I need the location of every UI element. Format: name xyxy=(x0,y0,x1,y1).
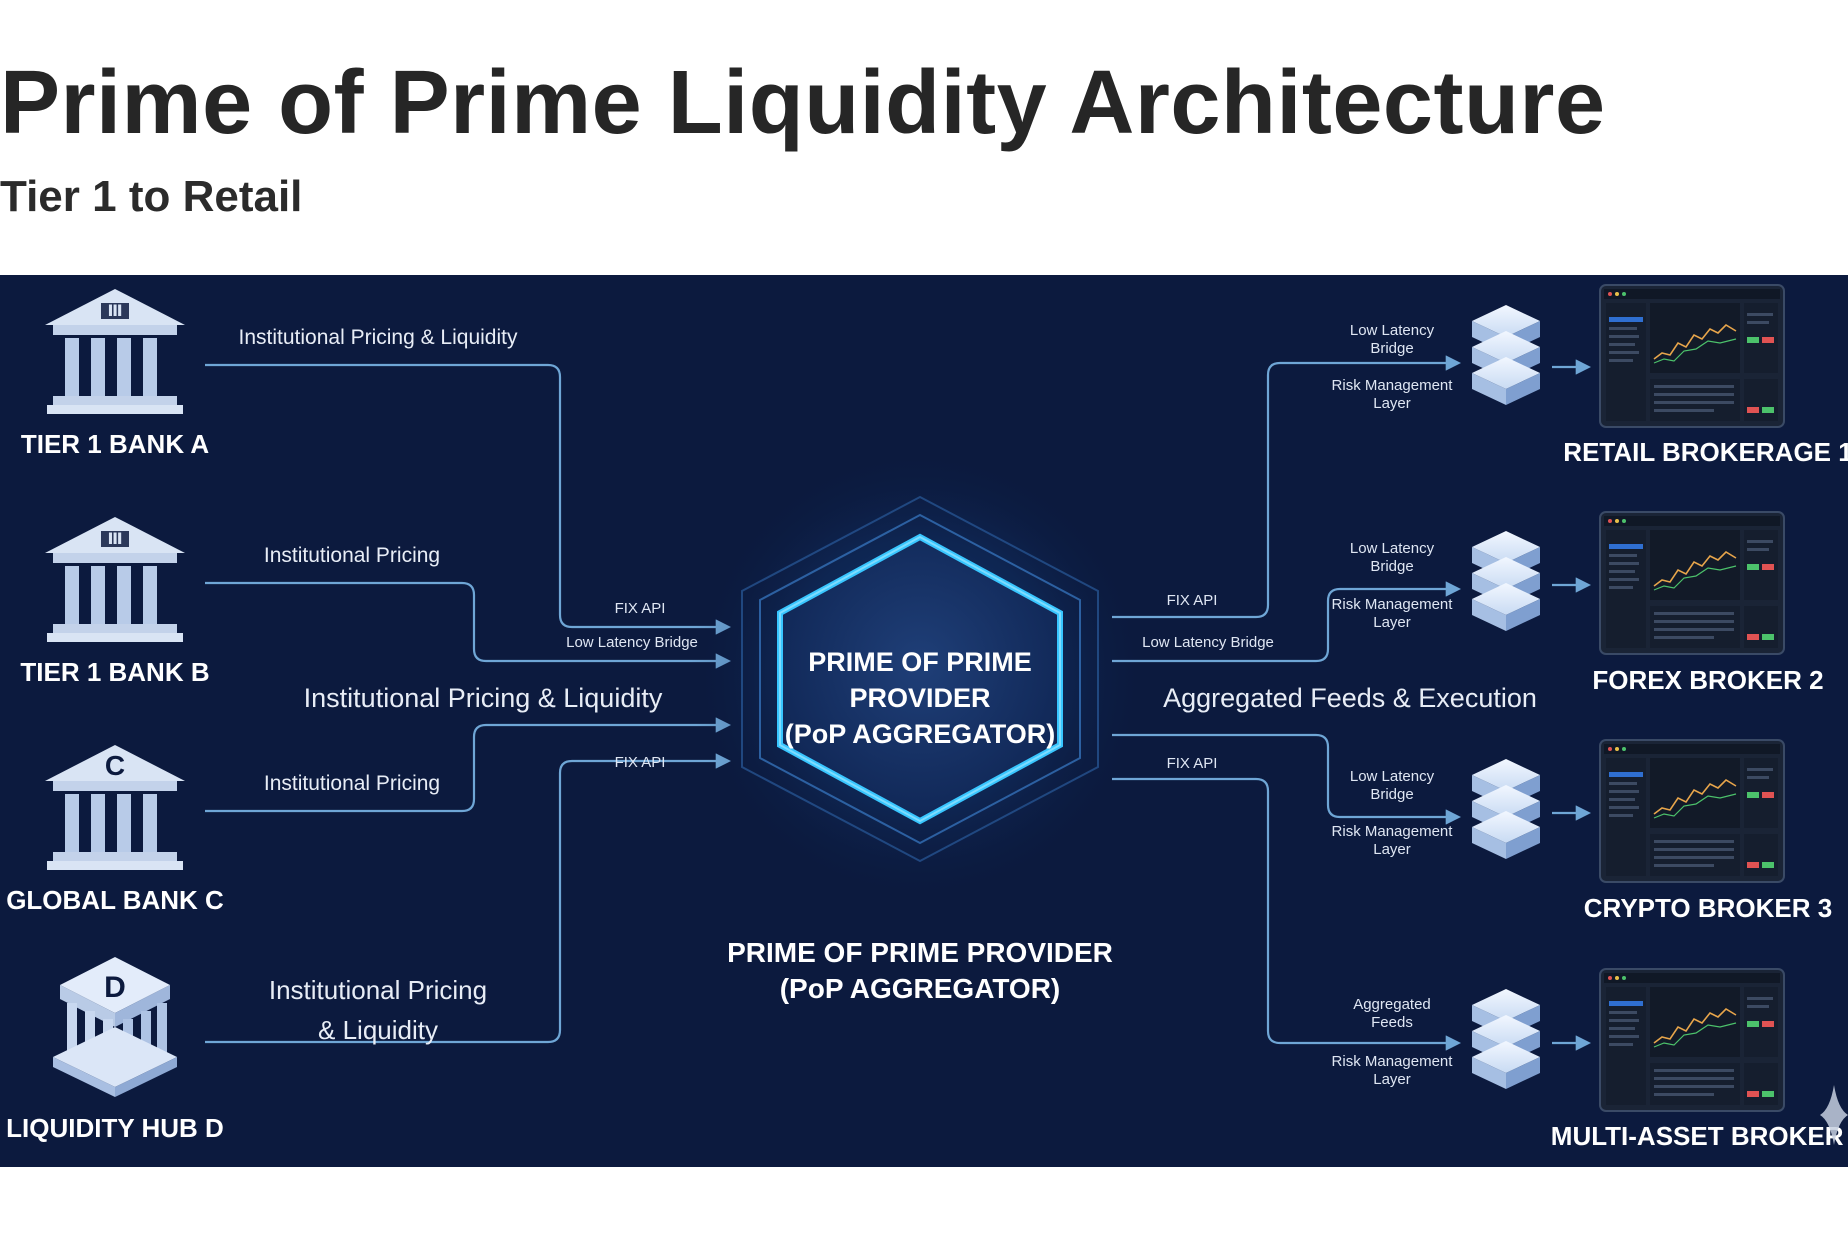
flow-label: Institutional Pricing xyxy=(269,975,487,1005)
connector-label: FIX API xyxy=(1167,592,1218,609)
group-label: Institutional Pricing & Liquidity xyxy=(304,683,663,713)
bank-icon: C xyxy=(45,745,185,870)
layer-label: Risk Management xyxy=(1332,823,1454,840)
hub-title-line: PROVIDER xyxy=(849,683,990,713)
flow-line-crypto-3 xyxy=(1112,733,1462,825)
source-name: GLOBAL BANK C xyxy=(6,885,224,915)
server-stack-icon xyxy=(1472,531,1540,631)
bank-icon: Ⅲ xyxy=(45,517,185,642)
layer-label: Low Latency xyxy=(1350,768,1435,785)
bank-letter: D xyxy=(104,971,126,1004)
layer-label: Layer xyxy=(1373,614,1411,631)
flow-label: Institutional Pricing xyxy=(264,772,440,795)
hub-caption: PRIME OF PRIME PROVIDER xyxy=(727,937,1113,968)
server-stack-icon xyxy=(1472,305,1540,405)
destination-name: RETAIL BROKERAGE 1 xyxy=(1563,437,1848,467)
trading-platform-screen xyxy=(1599,739,1785,883)
flow-line-retail-1 xyxy=(1112,355,1462,619)
flow-label: & Liquidity xyxy=(318,1015,438,1045)
destination-name: FOREX BROKER 2 xyxy=(1592,665,1823,695)
layer-label: Layer xyxy=(1373,841,1411,858)
flow-line-forex-2 xyxy=(1112,581,1462,663)
bank-letter: C xyxy=(105,750,125,781)
svg-text:Ⅲ: Ⅲ xyxy=(107,531,122,548)
source-name: TIER 1 BANK A xyxy=(21,429,209,459)
connector-label: Low Latency Bridge xyxy=(566,634,698,651)
layer-label: Bridge xyxy=(1370,786,1413,803)
server-stack-icon xyxy=(1472,989,1540,1089)
server-stack-icon xyxy=(1472,759,1540,859)
connector-label: FIX API xyxy=(1167,755,1218,772)
layer-label: Aggregated xyxy=(1353,996,1431,1013)
destination-name: CRYPTO BROKER 3 xyxy=(1584,893,1833,923)
trading-platform-screen xyxy=(1599,968,1785,1112)
source-tier1-bank-b: Ⅲ TIER 1 BANK B xyxy=(20,517,210,687)
connector-label: Low Latency Bridge xyxy=(1142,634,1274,651)
svg-text:Ⅲ: Ⅲ xyxy=(107,303,122,320)
trading-platform-screen xyxy=(1599,511,1785,655)
trading-platform-screen xyxy=(1599,284,1785,428)
flow-line-multi-asset-4 xyxy=(1112,777,1462,1051)
flow-line-bank-a xyxy=(205,363,732,635)
connector-label: FIX API xyxy=(615,754,666,771)
source-liquidity-hub-d: D LIQUIDITY HUB D xyxy=(6,957,224,1143)
layer-label: Risk Management xyxy=(1332,377,1454,394)
flow-line-bank-c xyxy=(205,717,732,813)
flow-line-hub-d xyxy=(205,753,732,1044)
layer-label: Layer xyxy=(1373,395,1411,412)
layer-label: Low Latency xyxy=(1350,540,1435,557)
flow-label: Institutional Pricing xyxy=(264,544,440,567)
group-label: Aggregated Feeds & Execution xyxy=(1163,683,1537,713)
layer-label: Bridge xyxy=(1370,558,1413,575)
connector-label: FIX API xyxy=(615,600,666,617)
destination-name: MULTI-ASSET BROKER 4 xyxy=(1551,1121,1848,1151)
flow-label: Institutional Pricing & Liquidity xyxy=(239,326,518,349)
pop-aggregator-hub: PRIME OF PRIME PROVIDER (PoP AGGREGATOR) xyxy=(690,445,1150,905)
layer-label: Risk Management xyxy=(1332,596,1454,613)
layer-label: Bridge xyxy=(1370,340,1413,357)
bank-3d-icon: D xyxy=(53,957,177,1097)
hub-caption: (PoP AGGREGATOR) xyxy=(780,973,1061,1004)
bank-icon: Ⅲ xyxy=(45,289,185,414)
layer-label: Risk Management xyxy=(1332,1053,1454,1070)
layer-label: Layer xyxy=(1373,1071,1411,1088)
page-title: Prime of Prime Liquidity Architecture xyxy=(0,53,1606,153)
source-tier1-bank-a: Ⅲ TIER 1 BANK A xyxy=(21,289,209,459)
hub-title-line: PRIME OF PRIME xyxy=(808,647,1032,677)
layer-label: Feeds xyxy=(1371,1014,1413,1031)
source-name: TIER 1 BANK B xyxy=(20,657,209,687)
flow-line-bank-b xyxy=(205,581,732,669)
sparkle-icon xyxy=(1820,1085,1848,1145)
page-subtitle: Tier 1 to Retail xyxy=(0,172,303,221)
source-global-bank-c: C GLOBAL BANK C xyxy=(6,745,224,915)
diagram-panel: Ⅲ TIER 1 BANK A Ⅲ TIER 1 BANK B C GLOBAL… xyxy=(0,275,1848,1167)
architecture-diagram: Ⅲ TIER 1 BANK A Ⅲ TIER 1 BANK B C GLOBAL… xyxy=(6,284,1848,1151)
hub-title-line: (PoP AGGREGATOR) xyxy=(785,719,1056,749)
layer-label: Low Latency xyxy=(1350,322,1435,339)
source-name: LIQUIDITY HUB D xyxy=(6,1113,224,1143)
